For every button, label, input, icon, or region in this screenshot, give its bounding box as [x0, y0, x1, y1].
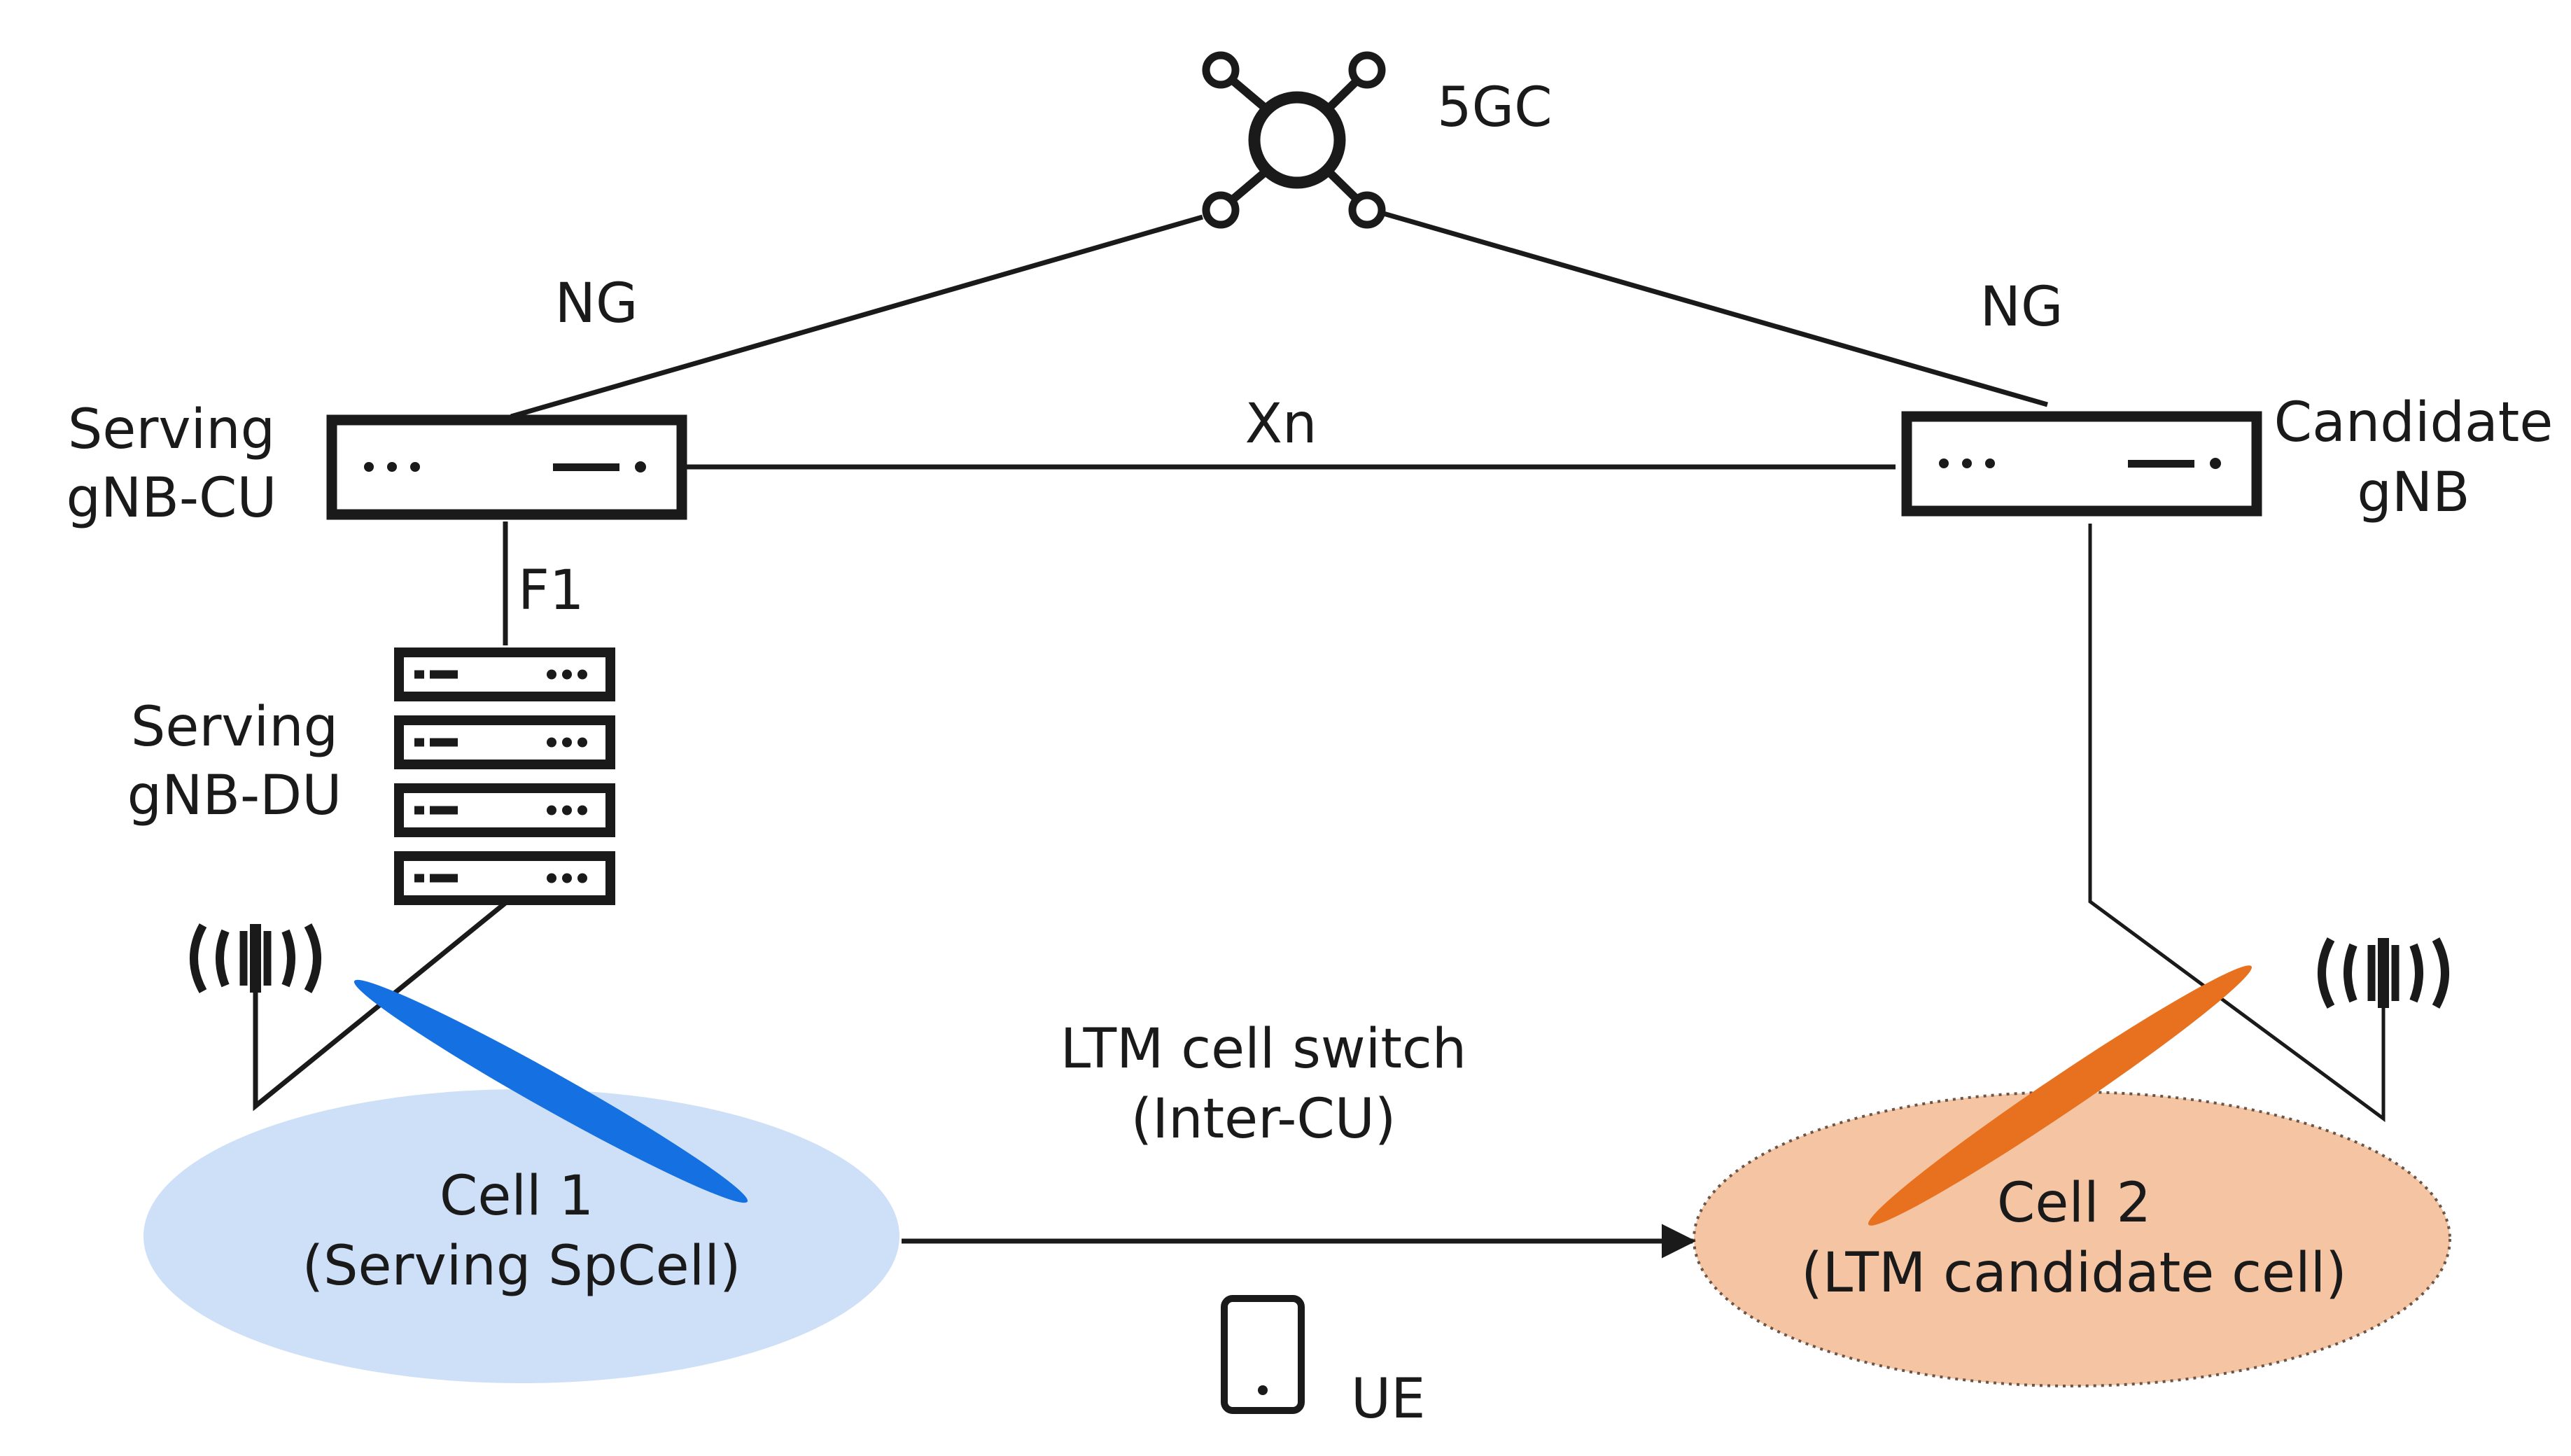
xn-label: Xn — [1245, 393, 1317, 456]
du-server-unit — [394, 851, 615, 905]
cell2-label-line1: Cell 2 — [1997, 1172, 2151, 1235]
switch-label-line1: LTM cell switch — [1060, 1018, 1466, 1081]
serving-beam — [353, 979, 748, 1203]
du-server-unit — [394, 715, 615, 769]
cell1-label-line2: (Serving SpCell) — [302, 1235, 741, 1298]
candidate-gnb-unit — [1901, 411, 2262, 517]
ue-device-icon — [1221, 1295, 1305, 1414]
ng-right-label: NG — [1980, 276, 2064, 339]
core-label: 5GC — [1437, 76, 1553, 139]
candidate-to-antenna-link — [2088, 524, 2386, 1122]
ng-left-label: NG — [555, 272, 638, 335]
serving-cu-unit — [326, 414, 687, 520]
cell2-label-line2: (LTM candidate cell) — [1801, 1242, 2347, 1305]
serving-cu-label-line2: gNB-CU — [66, 467, 276, 530]
serving-du-rack — [394, 648, 615, 905]
ng-link-right — [1375, 209, 2048, 407]
cell1-label-line1: Cell 1 — [440, 1165, 594, 1228]
serving-du-label-line1: Serving — [131, 696, 338, 759]
cell1-coverage — [143, 1089, 899, 1383]
5gc-icon — [1202, 51, 1386, 229]
switch-label-line2: (Inter-CU) — [1131, 1088, 1396, 1151]
candidate-antenna-icon — [2318, 937, 2449, 1009]
candidate-gnb-label-line1: Candidate — [2274, 391, 2554, 454]
f1-label: F1 — [518, 559, 584, 622]
serving-cu-label-line1: Serving — [68, 398, 275, 461]
du-server-unit — [394, 648, 615, 701]
candidate-gnb-label-line2: gNB — [2357, 461, 2470, 524]
serving-du-label-line2: gNB-DU — [127, 764, 342, 827]
cell2-coverage — [1693, 1091, 2451, 1387]
ue-label: UE — [1351, 1368, 1425, 1431]
candidate-beam — [1868, 965, 2252, 1226]
serving-antenna-icon — [190, 923, 321, 993]
du-server-unit — [394, 783, 615, 837]
ng-link-left — [510, 214, 1203, 419]
